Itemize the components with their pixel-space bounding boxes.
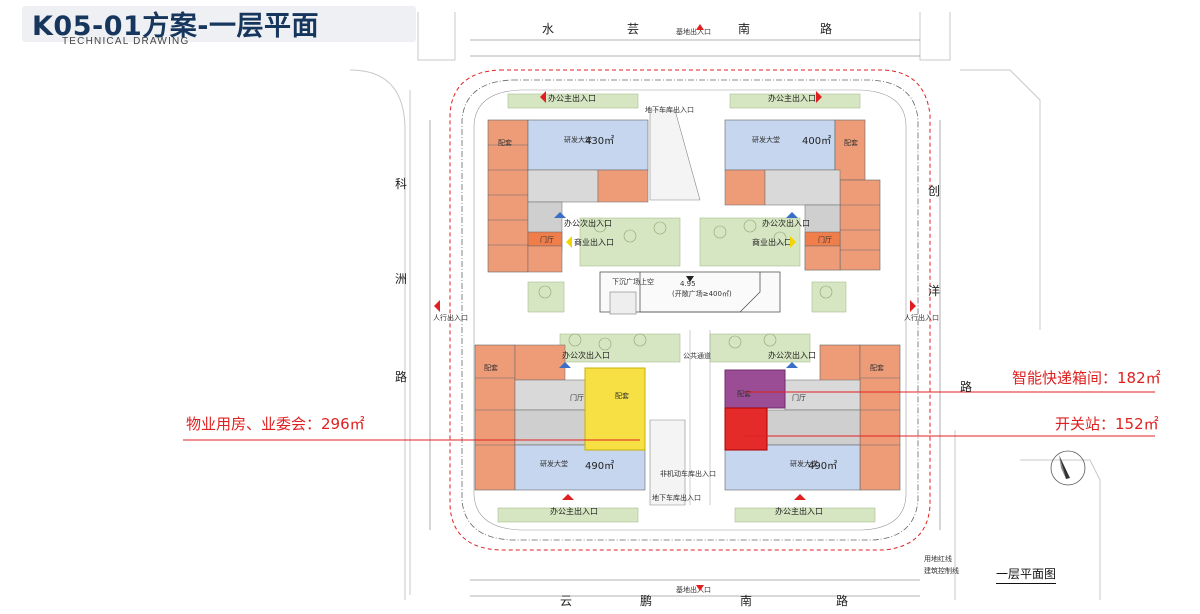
marker-red [816, 91, 822, 103]
legend-control-line: 建筑控制线 [924, 567, 959, 575]
entrance-office-main-ne: 办公主出入口 [768, 93, 816, 103]
marker-yellow [566, 236, 572, 248]
room-labels: 研发大堂 研发大堂 研发大堂 研发大堂 配套 配套 配套 配套 配套 配套 门厅… [484, 135, 884, 468]
road-east-2: 洋 [928, 284, 941, 298]
entrance-pedestrian-east: 人行出入口 [904, 313, 939, 322]
road-lines [429, 39, 941, 597]
title-bar [22, 6, 416, 42]
entrance-nonmotor: 非机动车库出入口 [660, 469, 716, 478]
room-label: 配套 [615, 391, 629, 400]
public-passage: 公共通道 [683, 351, 711, 360]
context-buildings [349, 12, 1101, 600]
trees [538, 219, 833, 351]
entrance-garage-north: 地下车库出入口 [645, 105, 694, 114]
drawing-caption: 一层平面图 [996, 565, 1057, 584]
entrance-office-main-sw: 办公主出入口 [550, 506, 598, 516]
entrance-garage-south: 地下车库出入口 [652, 493, 701, 502]
marker-red [562, 494, 574, 500]
marker-red [794, 494, 806, 500]
building-sw [474, 344, 646, 491]
road-north-1: 水 [542, 22, 555, 36]
marker-red [696, 585, 704, 591]
room-label: 门厅 [818, 235, 832, 244]
area-sw: 490㎡ [585, 460, 614, 472]
room-label: 配套 [737, 389, 751, 398]
road-east-1: 创 [928, 184, 941, 198]
entrance-office-main-nw: 办公主出入口 [548, 93, 596, 103]
road-north-4: 路 [820, 22, 833, 36]
marker-black [686, 276, 694, 282]
entrance-basement-north: 基地出入口 [676, 27, 711, 36]
inner-boundary [473, 89, 907, 531]
marker-blue [786, 362, 798, 368]
entrance-office-main-se: 办公主出入口 [775, 506, 823, 516]
building-ne [724, 119, 881, 271]
marker-blue [559, 362, 571, 368]
entrance-commercial-nw: 商业出入口 [574, 237, 614, 247]
room-label: 门厅 [540, 235, 554, 244]
north-arrow [1050, 450, 1086, 486]
entrance-commercial-ne: 商业出入口 [752, 237, 792, 247]
small-entrance-labels: 地下车库出入口 地下车库出入口 非机动车库出入口 基地出入口 基地出入口 人行出… [433, 27, 939, 594]
marker-red [910, 300, 916, 312]
annotation-switch: 开关站：152㎡ [1055, 415, 1159, 433]
road-west-1: 科 [395, 177, 408, 191]
entrance-office-secondary-sw: 办公次出入口 [562, 350, 610, 360]
entrance-labels: 办公主出入口 办公主出入口 办公主出入口 办公主出入口 办公次出入口 办公次出入… [548, 93, 823, 516]
road-south-2: 鹏 [640, 594, 653, 608]
room-label: 研发大堂 [752, 135, 780, 144]
marker-red [696, 24, 704, 30]
page-subtitle: TECHNICAL DRAWING [62, 36, 190, 47]
road-west-3: 路 [395, 370, 408, 384]
marker-blue [554, 212, 566, 218]
area-nw: 430㎡ [585, 135, 614, 147]
room-label: 研发大堂 [790, 459, 818, 468]
annotation-property: 物业用房、业委会：296㎡ [186, 415, 365, 433]
marker-yellow [790, 236, 796, 248]
room-label: 配套 [870, 363, 884, 372]
annotation-leaders [183, 391, 1155, 441]
entrance-basement-south: 基地出入口 [676, 585, 711, 594]
room-label: 研发大堂 [540, 459, 568, 468]
road-south-3: 南 [740, 594, 753, 608]
plaza-sunken: 下沉广场上空 [612, 277, 654, 286]
page-title: K05-01方案-一层平面 [32, 11, 319, 42]
site-red-line [449, 69, 931, 551]
plaza-elevation: 4.95 [680, 280, 696, 288]
road-north-2: 芸 [627, 22, 640, 36]
building-control-line [461, 79, 919, 541]
building-se [724, 344, 901, 491]
area-se: 490㎡ [808, 460, 837, 472]
marker-blue [786, 212, 798, 218]
annotation-locker: 智能快递箱间：182㎡ [1012, 369, 1161, 387]
area-ne: 400㎡ [802, 135, 831, 147]
building-nw [487, 119, 649, 273]
area-labels: 430㎡ 400㎡ 490㎡ 490㎡ [585, 135, 837, 472]
road-west-2: 洲 [395, 272, 408, 286]
room-label: 配套 [844, 138, 858, 147]
legend-red-line: 用地红线 [924, 555, 952, 563]
room-label: 研发大堂 [564, 135, 592, 144]
entrance-office-secondary-ne: 办公次出入口 [762, 218, 810, 228]
room-label: 门厅 [792, 393, 806, 402]
green-areas [497, 93, 876, 523]
road-east-3: 路 [960, 380, 973, 394]
road-north-3: 南 [738, 22, 751, 36]
entrance-pedestrian-west: 人行出入口 [433, 313, 468, 322]
room-label: 配套 [484, 363, 498, 372]
entrance-office-secondary-nw: 办公次出入口 [564, 218, 612, 228]
entrance-markers [434, 24, 916, 591]
marker-red [540, 91, 546, 103]
plaza-area-note: (开敞广场≥400㎡) [672, 289, 732, 298]
marker-red [434, 300, 440, 312]
entrance-office-secondary-se: 办公次出入口 [768, 350, 816, 360]
road-south-4: 路 [836, 594, 849, 608]
room-label: 配套 [498, 138, 512, 147]
room-label: 门厅 [570, 393, 584, 402]
road-south-1: 云 [560, 594, 573, 608]
